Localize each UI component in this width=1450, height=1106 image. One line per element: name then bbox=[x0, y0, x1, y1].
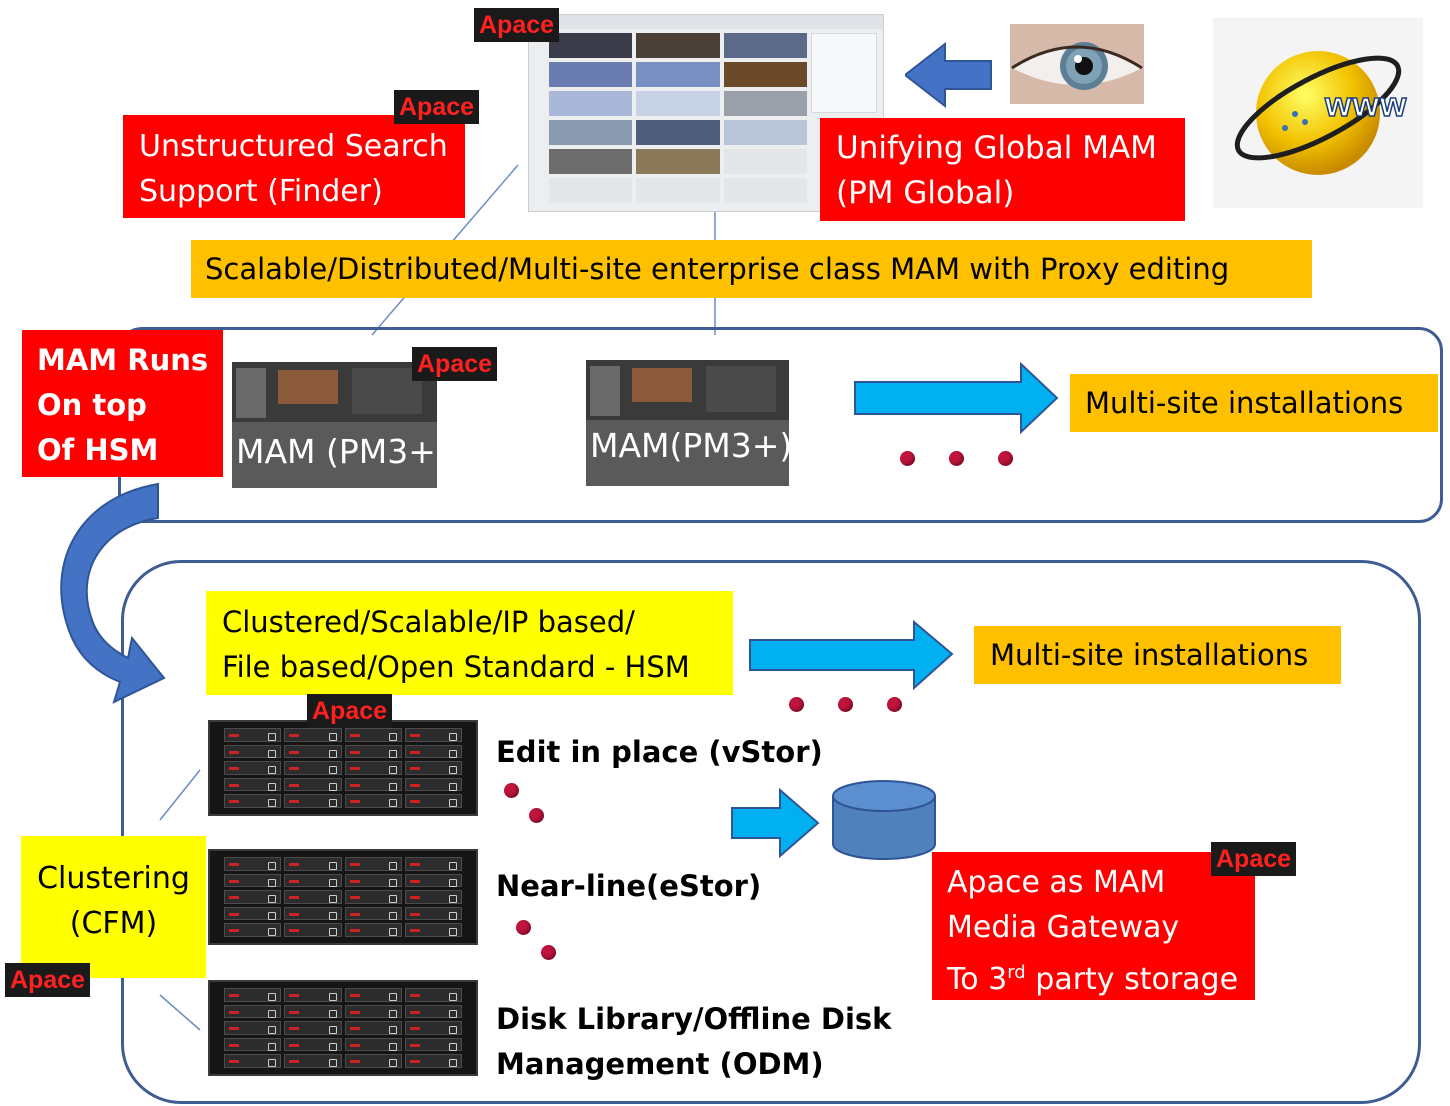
gateway-arrow bbox=[731, 788, 820, 858]
server-rack-estor bbox=[208, 849, 478, 945]
eye-arrow-left bbox=[905, 42, 992, 108]
ellipsis-dot bbox=[541, 945, 556, 960]
unifying-global-line2: (PM Global) bbox=[836, 175, 1015, 211]
finder-toolbar bbox=[529, 15, 883, 29]
gateway-line3: To 3rd party storage bbox=[947, 962, 1239, 997]
mam-node-2-label: MAM(PM3+) bbox=[590, 426, 793, 465]
scalable-banner: Scalable/Distributed/Multi-site enterpri… bbox=[191, 240, 1312, 298]
gateway-line2: Media Gateway bbox=[947, 910, 1180, 945]
globe-icon bbox=[1234, 51, 1402, 175]
www-text: www bbox=[1324, 85, 1408, 125]
clustering-line2: (CFM) bbox=[69, 906, 158, 941]
tier-odm-line1: Disk Library/Offline Disk bbox=[496, 1002, 892, 1036]
finder-grid bbox=[549, 33, 807, 203]
mam-runs-line1: MAM Runs bbox=[37, 343, 209, 377]
mam-node-1: MAM (PM3+) bbox=[232, 362, 449, 488]
mam-node-1-label: MAM (PM3+) bbox=[236, 432, 449, 471]
hsm-box: Clustered/Scalable/IP based/ File based/… bbox=[206, 591, 733, 695]
unifying-global-line1: Unifying Global MAM bbox=[836, 130, 1157, 166]
database-icon bbox=[832, 780, 936, 860]
server-rack-odm bbox=[208, 980, 478, 1076]
ellipsis-dot bbox=[504, 783, 519, 798]
unstructured-search-line1: Unstructured Search bbox=[139, 129, 448, 164]
gateway-line1: Apace as MAM bbox=[947, 865, 1166, 900]
mam-node-2-preview bbox=[586, 360, 789, 420]
www-globe-logo: www bbox=[1213, 18, 1423, 208]
tier-vstor-label: Edit in place (vStor) bbox=[496, 735, 823, 769]
tier-odm-label: Disk Library/Offline Disk Management (OD… bbox=[496, 997, 891, 1087]
cluster-connector-bottom bbox=[159, 994, 201, 1031]
ellipsis-dot bbox=[900, 451, 915, 466]
multisite-arrow-bottom bbox=[749, 620, 954, 690]
multisite-label-top: Multi-site installations bbox=[1070, 374, 1438, 432]
hsm-line2: File based/Open Standard - HSM bbox=[222, 650, 690, 684]
finder-side-panel bbox=[811, 33, 877, 113]
mam-runs-line2: On top bbox=[37, 388, 147, 422]
ellipsis-dot bbox=[838, 697, 853, 712]
unstructured-search-line2: Support (Finder) bbox=[139, 174, 383, 209]
ellipsis-dot bbox=[529, 808, 544, 823]
ellipsis-dot bbox=[887, 697, 902, 712]
mam-node-2: MAM(PM3+) bbox=[586, 360, 793, 486]
hsm-line1: Clustered/Scalable/IP based/ bbox=[222, 605, 635, 639]
apace-badge-rack: Apace bbox=[307, 694, 393, 728]
clustering-box: Clustering (CFM) bbox=[21, 836, 206, 978]
hsm-layer-panel bbox=[121, 560, 1421, 1104]
tier-estor-label: Near-line(eStor) bbox=[496, 869, 762, 903]
ellipsis-dot bbox=[516, 920, 531, 935]
unifying-global-box: Unifying Global MAM (PM Global) bbox=[820, 118, 1185, 221]
mam-node-1-preview bbox=[232, 362, 437, 422]
server-rack-vstor bbox=[208, 720, 478, 816]
apace-badge-mam: Apace bbox=[412, 347, 498, 381]
apace-badge-gateway: Apace bbox=[1211, 842, 1297, 876]
mam-runs-line3: Of HSM bbox=[37, 433, 159, 467]
tier-odm-line2: Management (ODM) bbox=[496, 1047, 824, 1081]
curved-arrow-down bbox=[60, 482, 166, 704]
ellipsis-dot bbox=[998, 451, 1013, 466]
apace-badge-search: Apace bbox=[394, 90, 480, 124]
ellipsis-dot bbox=[949, 451, 964, 466]
mam-runs-box: MAM Runs On top Of HSM bbox=[22, 330, 223, 477]
ellipsis-dot bbox=[789, 697, 804, 712]
finder-screenshot bbox=[528, 14, 884, 212]
eye-icon bbox=[1010, 24, 1144, 104]
clustering-line1: Clustering bbox=[37, 861, 190, 896]
apace-badge-clustering: Apace bbox=[5, 963, 91, 997]
multisite-arrow-top bbox=[854, 362, 1059, 434]
multisite-label-bottom: Multi-site installations bbox=[974, 626, 1341, 684]
apace-badge-finder: Apace bbox=[474, 8, 560, 42]
unstructured-search-box: Unstructured Search Support (Finder) bbox=[123, 115, 465, 218]
cluster-connector-top bbox=[159, 769, 201, 821]
gateway-box: Apace as MAM Media Gateway To 3rd party … bbox=[932, 852, 1255, 1000]
